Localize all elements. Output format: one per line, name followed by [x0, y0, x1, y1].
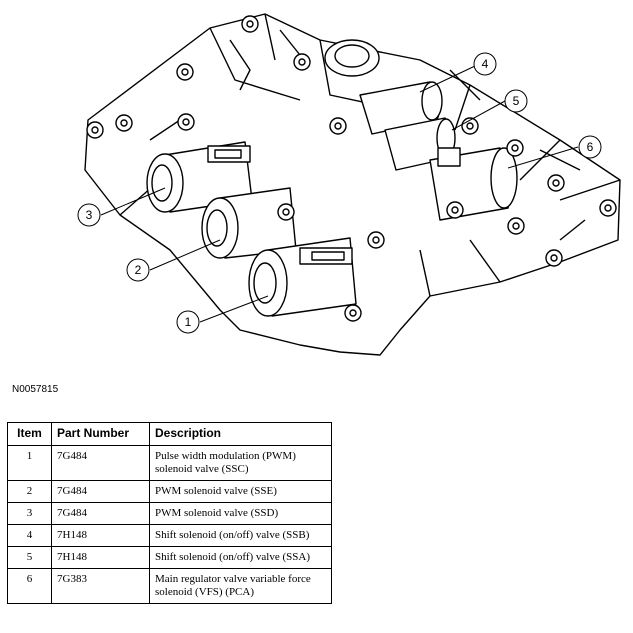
callout-1	[176, 310, 200, 334]
cell-item: 2	[7, 480, 52, 503]
table-row: 2 7G484 PWM solenoid valve (SSE)	[7, 480, 332, 503]
cell-description: Shift solenoid (on/off) valve (SSA)	[149, 546, 332, 569]
cell-part-number: 7G383	[51, 568, 150, 604]
parts-table: Item Part Number Description 1 7G484 Pul…	[7, 422, 332, 604]
cell-part-number: 7G484	[51, 445, 150, 481]
callout-5	[504, 89, 528, 113]
header-description: Description	[149, 422, 332, 446]
cell-description: PWM solenoid valve (SSD)	[149, 502, 332, 525]
callout-6	[578, 135, 602, 159]
cell-part-number: 7G484	[51, 502, 150, 525]
cell-item: 6	[7, 568, 52, 604]
cell-part-number: 7H148	[51, 524, 150, 547]
cell-item: 3	[7, 502, 52, 525]
callout-3	[77, 203, 101, 227]
table-row: 1 7G484 Pulse width modulation (PWM) sol…	[7, 445, 332, 481]
header-part-number: Part Number	[51, 422, 150, 446]
solenoid-body-illustration: 3 2 1 4 5 6	[77, 13, 621, 356]
table-row: 3 7G484 PWM solenoid valve (SSD)	[7, 502, 332, 525]
callout-label-6: 6	[587, 140, 594, 154]
bolt-group	[86, 15, 617, 322]
cell-description: Main regulator valve variable force sole…	[149, 568, 332, 604]
cell-item: 4	[7, 524, 52, 547]
callout-label-1: 1	[185, 315, 192, 329]
table-row: 6 7G383 Main regulator valve variable fo…	[7, 568, 332, 604]
cell-part-number: 7H148	[51, 546, 150, 569]
table-row: 5 7H148 Shift solenoid (on/off) valve (S…	[7, 546, 332, 569]
table-header-row: Item Part Number Description	[7, 422, 332, 446]
callout-2	[126, 258, 150, 282]
cell-item: 5	[7, 546, 52, 569]
callout-label-5: 5	[513, 94, 520, 108]
header-item: Item	[7, 422, 52, 446]
cell-description: PWM solenoid valve (SSE)	[149, 480, 332, 503]
callout-label-2: 2	[135, 263, 142, 277]
cell-description: Pulse width modulation (PWM) solenoid va…	[149, 445, 332, 481]
callout-label-4: 4	[482, 57, 489, 71]
callout-label-3: 3	[86, 208, 93, 222]
cell-part-number: 7G484	[51, 480, 150, 503]
cell-item: 1	[7, 445, 52, 481]
table-row: 4 7H148 Shift solenoid (on/off) valve (S…	[7, 524, 332, 547]
figure-id: N0057815	[12, 384, 59, 395]
callout-4	[473, 52, 497, 76]
cell-description: Shift solenoid (on/off) valve (SSB)	[149, 524, 332, 547]
